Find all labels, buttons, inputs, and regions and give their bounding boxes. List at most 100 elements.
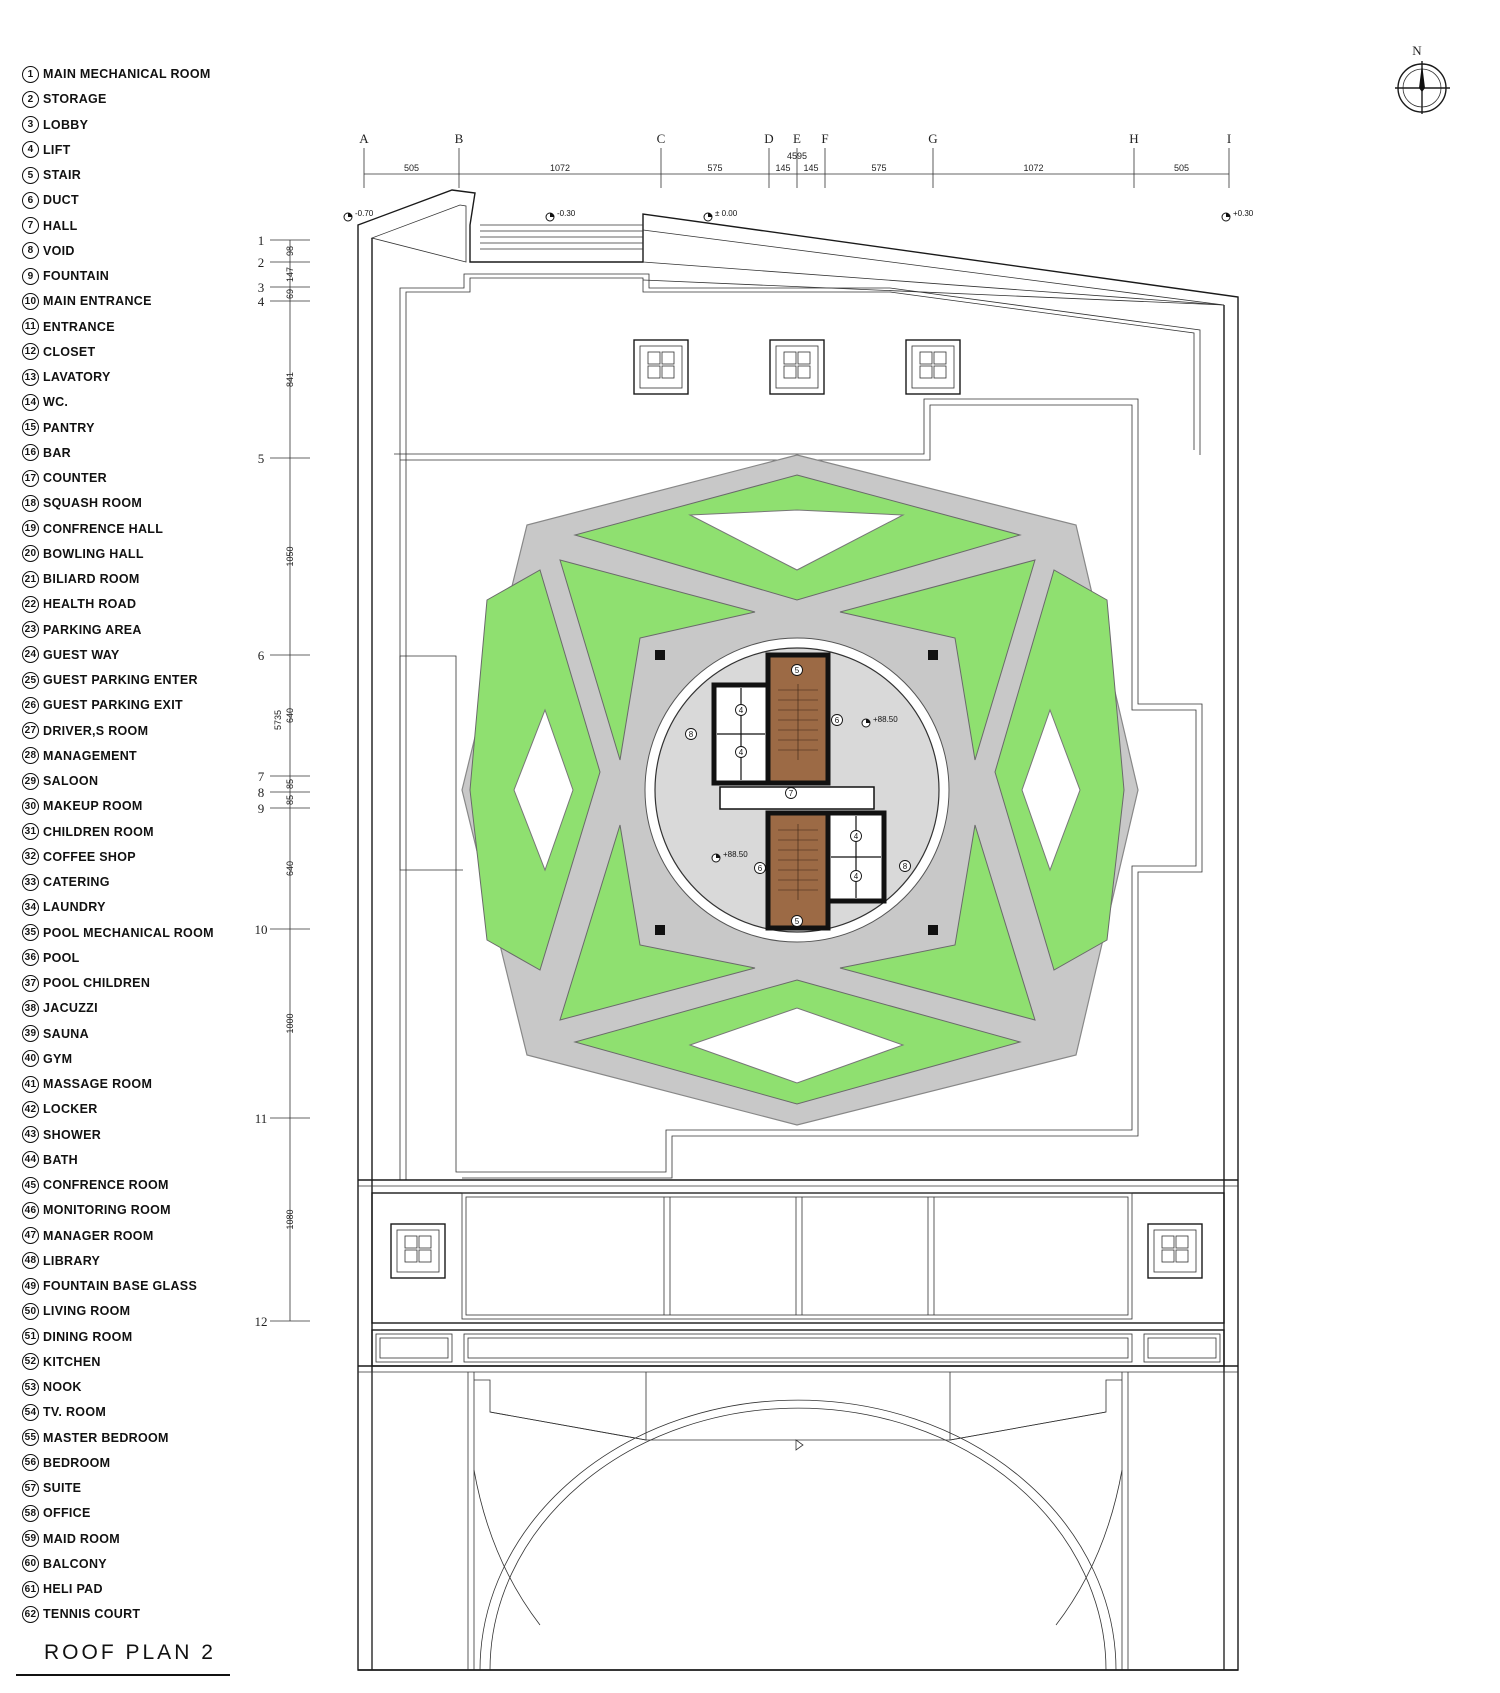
legend-label: STAIR (43, 168, 82, 182)
legend-number: 5 (22, 166, 39, 184)
legend-number: 52 (22, 1353, 39, 1371)
column-dimension: 575 (871, 163, 886, 173)
column-dimension: 505 (404, 163, 419, 173)
room-tag-circle (791, 915, 803, 927)
legend-number: 42 (22, 1100, 39, 1118)
level-symbol-fill (550, 213, 554, 217)
level-label: +88.50 (723, 850, 748, 859)
row-dimension: 841 (285, 372, 295, 387)
column-dimension: 145 (775, 163, 790, 173)
room-tag-circle (791, 664, 803, 676)
grid-row-label: 3 (258, 280, 265, 295)
legend-label: SAUNA (43, 1026, 89, 1041)
legend-number: 55 (22, 1429, 39, 1446)
legend-item: 45 CONFRENCE ROOM (22, 1175, 169, 1195)
skylights (390, 339, 1203, 1279)
legend-label: LOBBY (43, 117, 89, 132)
level-symbol-fill (348, 213, 352, 217)
legend-number: 29 (22, 772, 39, 790)
row-dimension: 147 (285, 267, 295, 282)
room-tag: 7 (789, 789, 794, 798)
level-label: -0.70 (355, 209, 374, 218)
legend-number: 54 (22, 1403, 39, 1421)
column-dimension: 1072 (550, 163, 570, 173)
grid-column-label: G (928, 131, 937, 146)
level-symbol-fill (708, 213, 712, 217)
legend-number: 2 (22, 90, 39, 108)
grid-column-label: F (821, 131, 828, 146)
legend-number: 41 (22, 1075, 39, 1093)
room-tag-circle (850, 830, 862, 842)
legend-label: PARKING AREA (43, 622, 142, 637)
lower-bay (358, 1179, 1238, 1671)
room-tag-circle (899, 860, 911, 872)
column-dimension: 505 (1174, 163, 1189, 173)
legend-label: CHILDREN ROOM (43, 824, 154, 839)
level-label: +88.50 (873, 715, 898, 724)
room-tag: 8 (903, 862, 908, 871)
legend-item: 5 STAIR (22, 165, 81, 185)
legend-number: 39 (22, 1025, 39, 1042)
legend-number: 34 (22, 898, 39, 916)
north-arrow: N (1395, 43, 1450, 114)
legend-label: MONITORING ROOM (43, 1203, 171, 1218)
legend-label: VOID (43, 243, 75, 258)
room-tag-circle (785, 787, 797, 799)
legend-label: GUEST PARKING ENTER (43, 673, 198, 687)
level-label: -0.30 (557, 209, 576, 218)
legend-number: 28 (22, 747, 39, 765)
legend-label: CONFRENCE ROOM (43, 1178, 169, 1192)
legend-number: 50 (22, 1302, 39, 1320)
legend-number: 15 (22, 419, 39, 436)
legend-number: 30 (22, 797, 39, 815)
legend-label: LAVATORY (43, 370, 111, 384)
row-grid-lines: 1234567891011129814769841105064085856401… (255, 233, 310, 1329)
legend-label: MASTER BEDROOM (43, 1430, 169, 1445)
legend-label: LAUNDRY (43, 900, 106, 915)
legend-number: 61 (22, 1580, 39, 1598)
legend-label: MANAGEMENT (43, 748, 137, 763)
legend-number: 45 (22, 1176, 39, 1194)
room-tag: 4 (854, 872, 859, 881)
legend-item: 4 LIFT (22, 140, 71, 160)
legend-number: 43 (22, 1126, 39, 1143)
legend-label: SUITE (43, 1481, 82, 1495)
grid-column-label: B (455, 131, 464, 146)
plan-title: ROOF PLAN 2 (44, 1641, 216, 1664)
room-tag: 4 (739, 748, 744, 757)
legend-label: GUEST PARKING EXIT (43, 698, 183, 713)
legend-label: MASSAGE ROOM (43, 1077, 153, 1091)
room-tag-circle (850, 870, 862, 882)
room-tag: 4 (854, 832, 859, 841)
legend-number: 17 (22, 469, 39, 487)
grid-row-label: 10 (255, 922, 268, 937)
row-dimension: 1080 (285, 1209, 295, 1229)
room-tag: 4 (739, 706, 744, 715)
stair-lift-core (711, 652, 887, 931)
room-tag-circle (831, 714, 843, 726)
legend-label: LIFT (43, 142, 71, 157)
legend-number: 10 (22, 292, 39, 310)
legend-number: 1 (22, 65, 39, 83)
legend-label: DUCT (43, 193, 79, 208)
legend-number: 3 (22, 116, 39, 133)
legend-number: 4 (22, 141, 39, 159)
grid-row-label: 4 (258, 294, 265, 309)
legend-label: OFFICE (43, 1506, 91, 1521)
